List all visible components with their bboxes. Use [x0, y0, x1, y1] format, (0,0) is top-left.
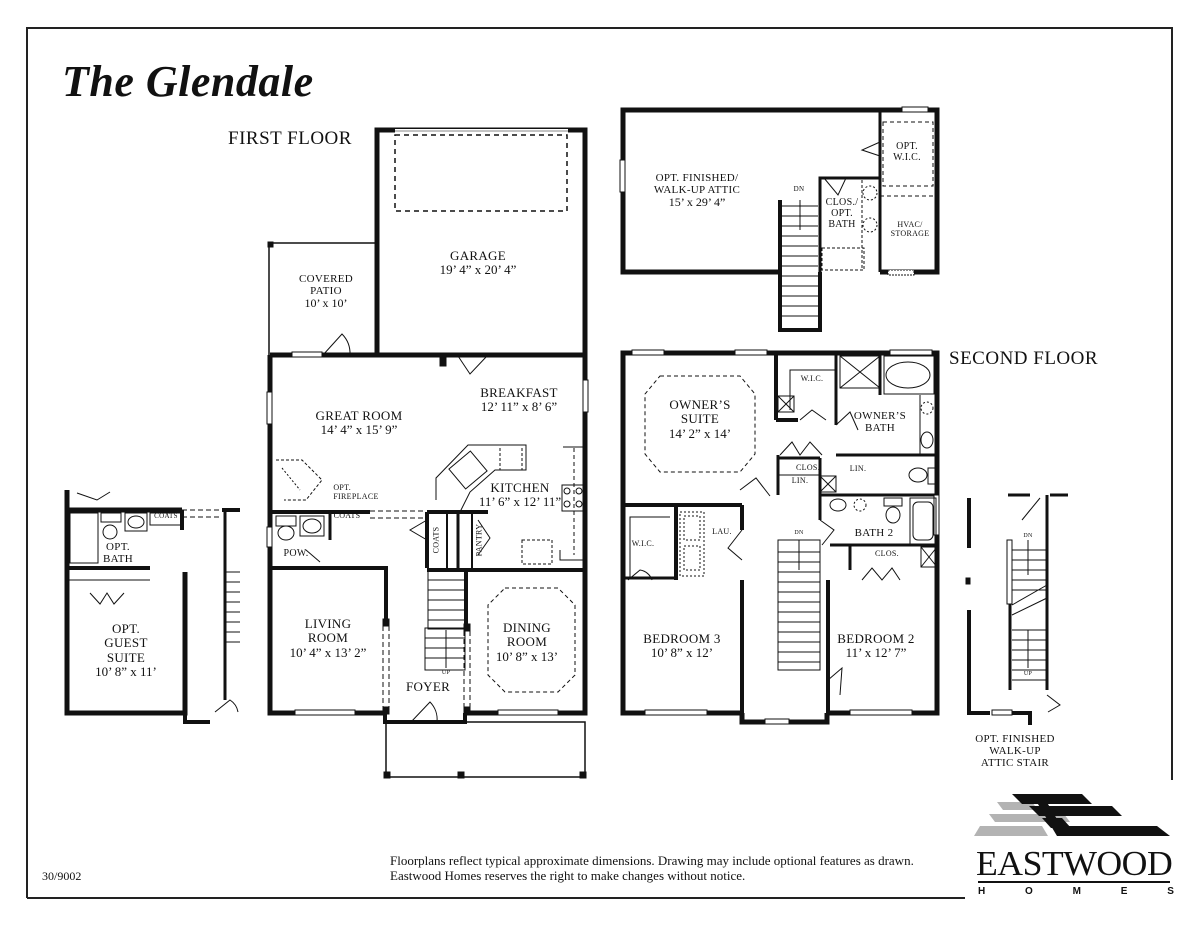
- closet-clos-bedroom2: CLOS.: [875, 549, 899, 558]
- second-floor-dn-label: DN: [794, 530, 804, 536]
- room-foyer: FOYER: [405, 679, 451, 694]
- closet-lin-2: LIN.: [849, 464, 867, 473]
- closet-clos: CLOS.: [796, 463, 820, 472]
- stair-up-label: UP: [441, 670, 451, 676]
- logo-rule: [978, 881, 1170, 883]
- room-opt-wic: OPT. W.I.C.: [893, 141, 921, 163]
- room-great-room: GREAT ROOM 14’ 4” x 15’ 9”: [315, 408, 403, 438]
- room-laundry: LAU.: [712, 527, 732, 536]
- room-garage: GARAGE 19’ 4” x 20’ 4”: [439, 248, 517, 278]
- logo-subtitle: H O M E S: [978, 886, 1174, 897]
- second-floor-walls: [620, 350, 940, 725]
- opt-fireplace-label: OPT. FIREPLACE: [333, 483, 379, 501]
- attic-stair-option: [965, 493, 1068, 725]
- disclaimer-line-1: Floorplans reflect typical approximate d…: [390, 853, 914, 868]
- closet-coats-2: COATS: [431, 526, 441, 554]
- room-clos-opt-bath: CLOS./ OPT. BATH: [825, 197, 859, 230]
- attic-stair-up-label: UP: [1023, 671, 1033, 677]
- room-owners-bath: OWNER’S BATH: [853, 410, 907, 435]
- second-floor-label: SECOND FLOOR: [949, 348, 1099, 369]
- room-covered-patio: COVERED PATIO 10’ x 10’: [298, 273, 354, 311]
- attic-option: [619, 106, 940, 332]
- room-opt-finished-attic: OPT. FINISHED/ WALK-UP ATTIC 15’ x 29’ 4…: [653, 172, 741, 210]
- room-pantry: PANTRY: [474, 523, 484, 557]
- room-dining-room: DINING ROOM 10’ 8” x 13’: [495, 620, 559, 664]
- attic-stair-option-label: OPT. FINISHED WALK-UP ATTIC STAIR: [975, 733, 1055, 770]
- logo-wordmark: EASTWOOD: [976, 844, 1173, 883]
- second-floor-details: [627, 349, 940, 725]
- first-floor-label: FIRST FLOOR: [228, 128, 352, 149]
- eastwood-homes-logo: EASTWOOD H O M E S: [972, 792, 1177, 904]
- room-bath2: BATH 2: [854, 527, 894, 539]
- room-powder: POW.: [283, 548, 309, 559]
- attic-stair-dn-label: DN: [1023, 533, 1033, 539]
- room-bedroom3: BEDROOM 3 10’ 8” x 12’: [643, 631, 721, 661]
- room-living-room: LIVING ROOM 10’ 4” x 13’ 2”: [289, 616, 367, 660]
- room-breakfast: BREAKFAST 12’ 11” x 8’ 6”: [480, 385, 558, 415]
- first-floor-details: [266, 333, 589, 723]
- closet-lin-1: LIN.: [791, 476, 809, 485]
- room-owners-suite: OWNER’S SUITE 14’ 2” x 14’: [668, 397, 732, 441]
- disclaimer-line-2: Eastwood Homes reserves the right to mak…: [390, 868, 746, 883]
- plan-title: The Glendale: [62, 57, 314, 106]
- page-frame: [26, 27, 1173, 899]
- room-hvac-storage: HVAC/ STORAGE: [890, 220, 930, 238]
- logo-e-mark-icon: [974, 794, 1170, 836]
- room-opt-bath: OPT. BATH: [103, 541, 133, 566]
- room-opt-guest-suite: OPT. GUEST SUITE 10’ 8” x 11’: [95, 621, 157, 679]
- guest-suite-option: [64, 490, 240, 724]
- attic-dn-label: DN: [793, 185, 805, 193]
- closet-coats-guest: COATS: [154, 512, 178, 520]
- closet-wic-bedroom3: W.I.C.: [631, 539, 655, 548]
- room-bedroom2: BEDROOM 2 11’ x 12’ 7”: [837, 631, 915, 661]
- closet-coats-1: COATS: [333, 511, 361, 520]
- plan-code: 30/9002: [42, 869, 82, 883]
- disclaimer: Floorplans reflect typical approximate d…: [390, 853, 914, 883]
- closet-wic-owner: W.I.C.: [800, 374, 824, 383]
- room-kitchen: KITCHEN 11’ 6” x 12’ 11”: [478, 480, 562, 510]
